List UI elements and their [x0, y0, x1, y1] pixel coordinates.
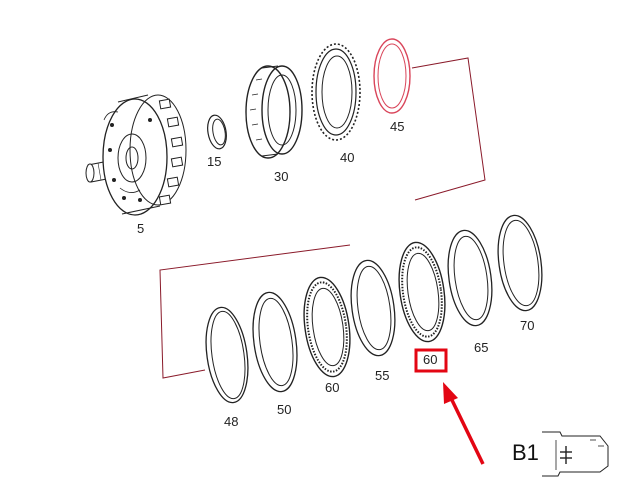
component-b1-symbol: B1	[512, 431, 609, 477]
upper-guide-frame	[411, 57, 486, 201]
part-45-ring[interactable]	[373, 38, 411, 114]
part-45-label: 45	[390, 119, 404, 134]
part-48-label: 48	[224, 414, 238, 429]
lower-guide-frame	[159, 244, 351, 379]
part-60-label-a: 60	[325, 380, 339, 395]
group-code-label: B1	[512, 440, 539, 465]
part-50-label: 50	[277, 402, 291, 417]
part-50-plate[interactable]	[247, 290, 303, 395]
part-5-drum-housing[interactable]	[85, 94, 187, 216]
part-30-label: 30	[274, 169, 288, 184]
part-40-label: 40	[340, 150, 354, 165]
part-60-friction-disc-b[interactable]	[393, 239, 450, 344]
part-60-friction-disc-a[interactable]	[298, 274, 355, 379]
part-30-gear-ring[interactable]	[245, 65, 303, 159]
part-65-plate[interactable]	[443, 228, 498, 329]
part-65-label: 65	[474, 340, 488, 355]
part-70-snap-ring[interactable]	[493, 213, 548, 314]
part-48-ring[interactable]	[201, 305, 254, 406]
part-5-label: 5	[137, 221, 144, 236]
part-15-label: 15	[207, 154, 221, 169]
part-60-label-b: 60	[423, 352, 437, 367]
part-70-label: 70	[520, 318, 534, 333]
pointer-arrow	[443, 382, 485, 465]
part-15-snap-ring[interactable]	[205, 114, 229, 151]
part-55-label: 55	[375, 368, 389, 383]
part-40-toothed-disc[interactable]	[311, 43, 361, 141]
highlight-box	[414, 348, 448, 373]
part-55-plate[interactable]	[346, 258, 401, 359]
